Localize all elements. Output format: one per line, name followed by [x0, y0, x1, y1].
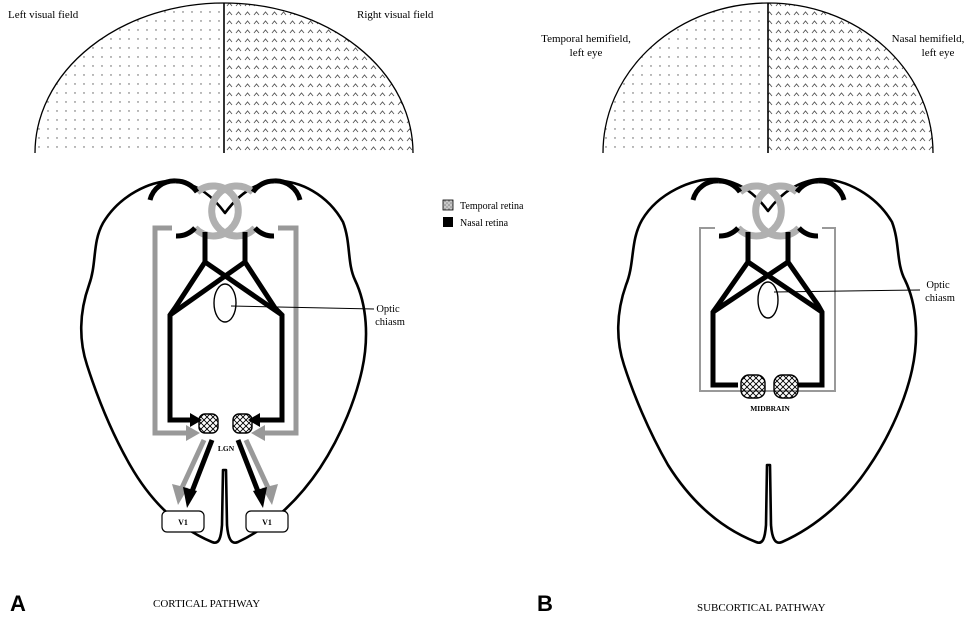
temporal-hemifield-label-line2: left eye	[570, 47, 603, 59]
temporal-arrowhead-left	[186, 425, 200, 441]
optic-chiasm	[214, 284, 236, 322]
lgn-right	[233, 414, 252, 433]
legend-nasal-label: Nasal retina	[460, 218, 509, 229]
midbrain-nuclei	[741, 375, 798, 398]
visual-field-dome-b	[603, 3, 933, 153]
panel-a: Left visual field Right visual field	[8, 3, 524, 616]
midbrain-label: MIDBRAIN	[750, 404, 790, 413]
panel-b-caption: SUBCORTICAL PATHWAY	[697, 602, 826, 614]
chiasm-label-b-line2: chiasm	[925, 293, 955, 304]
optic-chiasm-b	[758, 282, 778, 318]
midbrain-left	[741, 375, 765, 398]
lgn-label: LGN	[218, 444, 235, 453]
temporal-hemifield-label-line1: Temporal hemifield,	[541, 33, 631, 45]
chiasm-pointer-line-b	[774, 290, 920, 292]
panel-b-letter: B	[537, 591, 553, 616]
legend-temporal-swatch	[443, 200, 453, 210]
nasal-pathways	[170, 232, 282, 420]
nasal-hemifield-label-line1: Nasal hemifield,	[892, 33, 965, 45]
chiasm-pointer-line	[231, 306, 374, 309]
panel-a-caption: CORTICAL PATHWAY	[153, 598, 260, 610]
legend: Temporal retina Nasal retina	[443, 200, 524, 229]
lgn-left	[199, 414, 218, 433]
chiasm-label-line1: Optic	[376, 304, 400, 315]
right-visual-field	[224, 3, 413, 153]
nasal-hemifield-label-line2: left eye	[922, 47, 955, 59]
temporal-hemifield	[603, 3, 768, 153]
v1-right-label: V1	[262, 518, 272, 527]
temporal-pathways	[155, 228, 296, 433]
legend-nasal-swatch	[443, 217, 453, 227]
lgn-nuclei	[199, 414, 252, 433]
legend-temporal-label: Temporal retina	[460, 201, 524, 212]
chiasm-label-b-line1: Optic	[926, 280, 950, 291]
left-visual-field-label: Left visual field	[8, 9, 79, 21]
visual-field-dome	[35, 3, 413, 153]
temporal-arrowhead-right	[251, 425, 265, 441]
v1-left-label: V1	[178, 518, 188, 527]
left-visual-field	[35, 3, 224, 153]
chiasm-label-line2: chiasm	[375, 317, 405, 328]
panel-a-letter: A	[10, 591, 26, 616]
midbrain-right	[774, 375, 798, 398]
right-visual-field-label: Right visual field	[357, 9, 434, 21]
panel-b: Temporal hemifield, left eye Nasal hemif…	[537, 3, 965, 616]
nasal-hemifield	[768, 3, 933, 153]
